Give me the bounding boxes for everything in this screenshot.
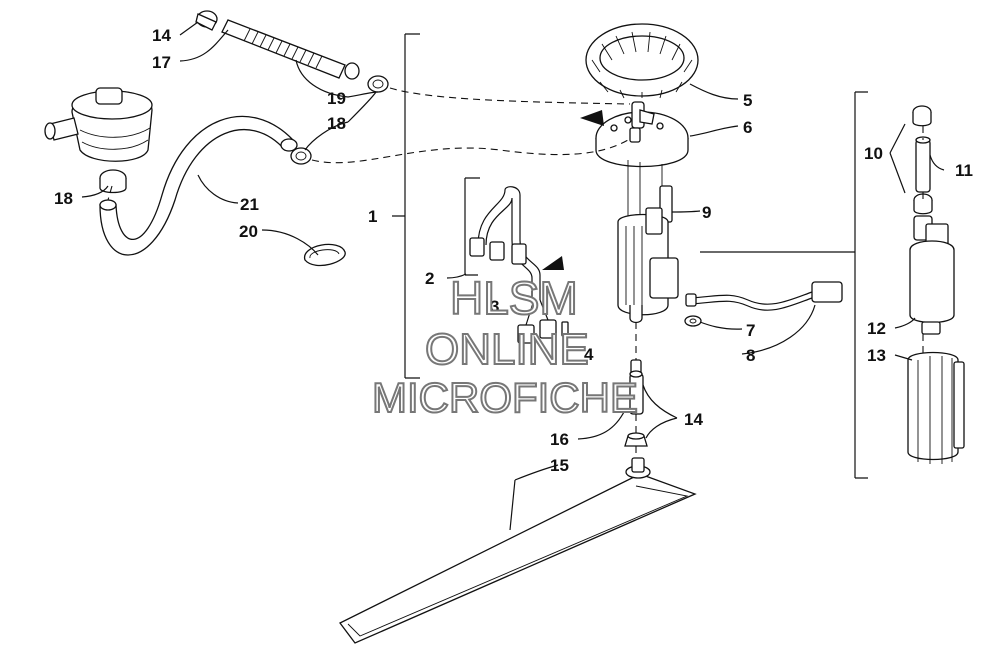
dash-line-mid [311,139,629,164]
washer-7 [684,315,702,327]
dash-line-top [389,87,631,105]
fuel-filter [44,87,153,162]
fitting-14-top [195,10,218,31]
fitting-16 [629,359,644,415]
callout-18-filter: 18 [54,189,73,208]
callout-20: 20 [239,222,258,241]
fuel-hose-21 [99,115,298,256]
callout-4: 4 [584,345,594,364]
pump-module-9 [617,160,679,324]
callout-7: 7 [746,321,755,340]
callout-1: 1 [368,207,377,226]
corrugated-hose-17 [221,19,360,80]
hose-11 [915,136,931,193]
watermark-line-1: HLSM [450,272,578,324]
callout-14-top: 14 [152,26,171,45]
arrow-marker-flange [580,110,604,126]
nut-14-bottom [624,432,648,447]
callout-9: 9 [702,203,711,222]
assembly-bracket [392,33,420,379]
callout-19: 19 [327,89,346,108]
wire-harness-2 [469,186,569,344]
arrow-marker-harness [542,256,564,270]
watermark-line-3: MICROFICHE [372,374,638,421]
sender-wire-8 [685,281,843,311]
callout-5: 5 [743,91,752,110]
callout-3: 3 [490,297,499,316]
harness-bracket [464,177,480,276]
callout-10: 10 [864,144,883,163]
pump-flange-6 [595,101,689,168]
callout-16: 16 [550,430,569,449]
watermark-line-2: ONLINE [425,325,589,374]
pump-kit-bracket [700,91,868,479]
callout-18-upper: 18 [327,114,346,133]
leader-lines [81,21,945,531]
clamp-18-filter [99,169,127,194]
callout-21: 21 [240,195,259,214]
dash-line-filter [107,185,113,201]
hose-clamp-10-top [912,105,932,127]
pump-sleeve-13 [907,351,965,464]
fuel-pump-12 [909,215,955,335]
callout-15: 15 [550,456,569,475]
callout-13: 13 [867,346,886,365]
pickup-tube-15 [339,457,697,644]
lock-ring-5 [585,23,699,99]
callout-14-bottom: 14 [684,410,703,429]
callout-17: 17 [152,53,171,72]
callout-2: 2 [425,269,434,288]
callout-8: 8 [746,346,755,365]
callout-6: 6 [743,118,752,137]
callout-12: 12 [867,319,886,338]
callout-11: 11 [955,161,973,180]
clamp-18-upper [367,75,389,93]
clamp-18-lower [290,147,312,165]
ring-clip-20 [304,243,346,267]
